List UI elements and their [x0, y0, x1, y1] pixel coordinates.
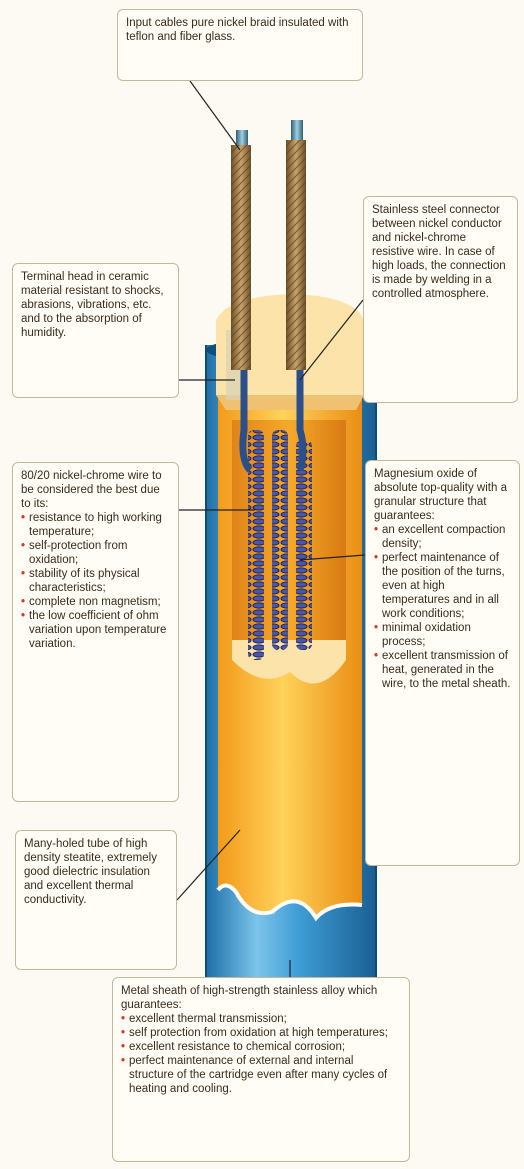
input-cables-callout: Input cables pure nickel braid insulated… — [117, 9, 363, 81]
list-item: perfect maintenance of external and inte… — [121, 1054, 401, 1096]
list-item: the low coefficient of ohm variation upo… — [21, 609, 170, 651]
terminal-head-callout: Terminal head in ceramic material resist… — [12, 263, 179, 398]
terminal-head-text: Terminal head in ceramic material resist… — [21, 270, 170, 340]
nichrome-list: resistance to high working temperature; … — [21, 511, 170, 651]
connector-text: Stainless steel connector between nickel… — [372, 203, 509, 301]
sheath-list: excellent thermal transmission; self pro… — [121, 1012, 401, 1096]
nichrome-wire-callout: 80/20 nickel-chrome wire to be considere… — [12, 462, 179, 802]
sheath-intro: Metal sheath of high-strength stainless … — [121, 984, 401, 1012]
list-item: self-protection from oxidation; — [21, 539, 170, 567]
nichrome-intro: 80/20 nickel-chrome wire to be considere… — [21, 469, 170, 511]
steatite-tube-callout: Many-holed tube of high density steatite… — [15, 830, 177, 970]
list-item: stability of its physical characteristic… — [21, 567, 170, 595]
list-item: excellent resistance to chemical corrosi… — [121, 1040, 401, 1054]
list-item: self protection from oxidation at high t… — [121, 1026, 401, 1040]
list-item: excellent thermal transmission; — [121, 1012, 401, 1026]
list-item: excellent transmission of heat, generate… — [374, 649, 511, 691]
metal-sheath-callout: Metal sheath of high-strength stainless … — [112, 977, 410, 1162]
list-item: resistance to high working temperature; — [21, 511, 170, 539]
list-item: an excellent compaction density; — [374, 523, 511, 551]
magnesium-oxide-callout: Magnesium oxide of absolute top-quality … — [365, 460, 520, 866]
magnesium-intro: Magnesium oxide of absolute top-quality … — [374, 467, 511, 523]
input-cables-text: Input cables pure nickel braid insulated… — [126, 16, 354, 44]
steatite-tube-text: Many-holed tube of high density steatite… — [24, 837, 168, 907]
connector-callout: Stainless steel connector between nickel… — [363, 196, 518, 403]
list-item: perfect maintenance of the position of t… — [374, 551, 511, 621]
list-item: minimal oxidation process; — [374, 621, 511, 649]
magnesium-list: an excellent compaction density; perfect… — [374, 523, 511, 691]
list-item: complete non magnetism; — [21, 595, 170, 609]
